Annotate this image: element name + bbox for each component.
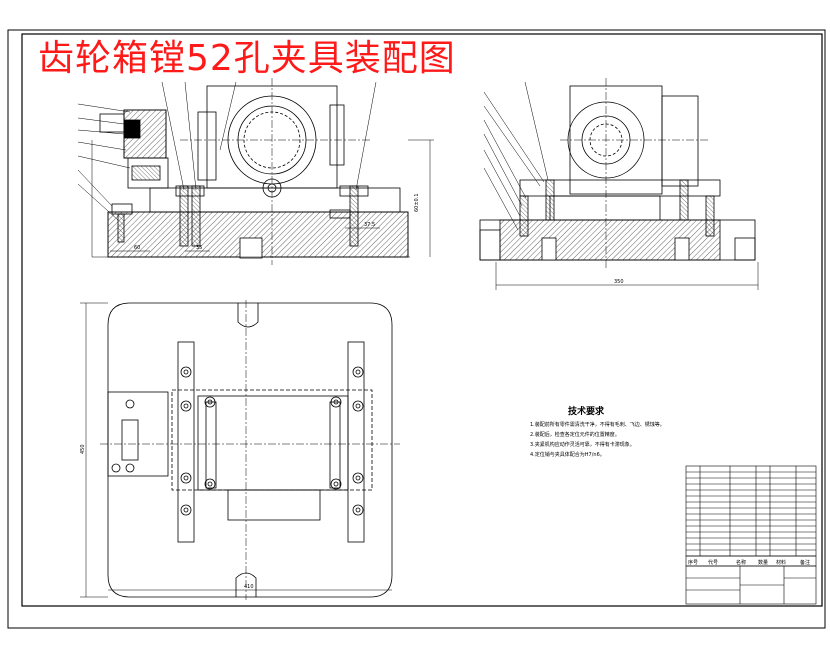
dim-front-right-small: 37.5 <box>364 222 375 228</box>
col-label-remark: 备注 <box>800 559 810 566</box>
parts-list <box>685 465 817 605</box>
col-label-qty: 数量 <box>758 559 768 566</box>
notes-line-2: 2.装配后，检查各定位元件的位置精度。 <box>530 431 620 438</box>
front-view <box>77 78 434 265</box>
col-label-material: 材料 <box>776 559 786 566</box>
top-view <box>80 300 400 600</box>
inner-border <box>21 33 823 607</box>
drawing-title: 齿轮箱镗52孔夹具装配图 <box>38 38 456 79</box>
col-label-code: 代号 <box>708 559 718 566</box>
dim-side-width: 350 <box>614 279 624 285</box>
notes-line-1: 1.装配前所有零件需清洗干净，不得有毛刺、飞边、锈蚀等。 <box>530 421 665 428</box>
top-view-bolts <box>111 366 364 516</box>
notes-line-3: 3.夹紧机构应动作灵活可靠，不得有卡滞现象。 <box>530 441 635 448</box>
notes-line-4: 4.定位销与夹具体配合为H7/n6。 <box>530 451 605 458</box>
col-label-name: 名称 <box>736 559 746 566</box>
title-block-labels: 序号 代号 名称 数量 材料 备注 <box>688 559 810 566</box>
col-label-no: 序号 <box>688 559 698 566</box>
dim-top-width: 410 <box>244 584 254 590</box>
dim-front-width-left: 60 <box>134 245 140 251</box>
side-view <box>479 78 759 290</box>
outer-border <box>7 29 826 629</box>
notes-heading: 技术要求 <box>568 405 605 417</box>
dim-front-width-mid: 35 <box>196 245 202 251</box>
dim-front-height: 60±0.1 <box>414 193 420 212</box>
dim-top-height: 450 <box>80 444 86 454</box>
